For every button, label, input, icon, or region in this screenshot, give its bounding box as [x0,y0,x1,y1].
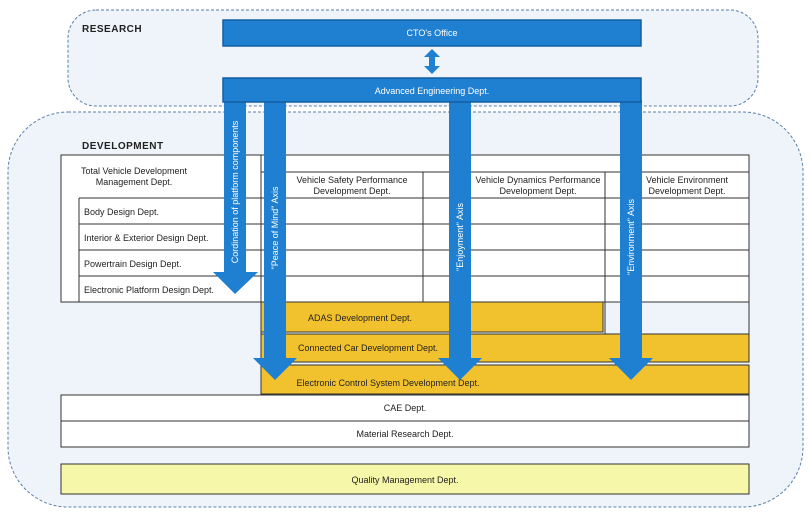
adas-dept-box [260,301,604,333]
total-vehicle-dept-line2: Management Dept. [96,177,173,187]
ecs-dept-box [260,364,750,395]
enjoyment-axis-label: "Enjoyment" Axis [455,203,465,271]
peace-of-mind-arrow [253,100,297,380]
safety-dept-line1: Vehicle Safety Performance [296,175,407,185]
environment-dept-line1: Vehicle Environment [646,175,729,185]
environment-dept-line2: Development Dept. [648,186,725,196]
environment-arrow [609,100,653,380]
dynamics-dept-line2: Development Dept. [499,186,576,196]
cto-office-box [222,19,642,47]
environment-axis-label: "Environment" Axis [626,199,636,275]
adas-dept-label: ADAS Development Dept. [308,313,412,323]
development-label: DEVELOPMENT [82,141,164,152]
total-vehicle-dept-line1: Total Vehicle Development [81,166,188,176]
connected-car-dept-box [260,333,750,363]
research-label: RESEARCH [82,24,142,35]
body-design-dept: Body Design Dept. [84,207,159,217]
cae-dept-label: CAE Dept. [384,403,427,413]
quality-management-dept-box [60,463,750,495]
platform-axis-label: Cordination of platform components [230,120,240,263]
quality-management-dept-label: Quality Management Dept. [351,475,458,485]
powertrain-dept: Powertrain Design Dept. [84,259,182,269]
advanced-engineering-label: Advanced Engineering Dept. [375,86,490,96]
advanced-engineering-box [222,77,642,103]
peace-axis-label: "Peace of Mind" Axis [270,186,280,269]
enjoyment-arrow [438,100,482,380]
safety-dept-line2: Development Dept. [313,186,390,196]
material-research-dept-box [60,420,750,448]
dynamics-dept-line1: Vehicle Dynamics Performance [475,175,600,185]
cae-dept-box [60,394,750,422]
connected-car-dept-label: Connected Car Development Dept. [298,343,438,353]
cto-office-label: CTO's Office [407,28,458,38]
electronic-platform-dept: Electronic Platform Design Dept. [84,285,214,295]
double-arrow-icon [424,49,440,74]
ecs-dept-label: Electronic Control System Development De… [296,378,479,388]
platform-arrow [213,100,258,294]
material-research-dept-label: Material Research Dept. [356,429,453,439]
interior-exterior-dept: Interior & Exterior Design Dept. [84,233,209,243]
